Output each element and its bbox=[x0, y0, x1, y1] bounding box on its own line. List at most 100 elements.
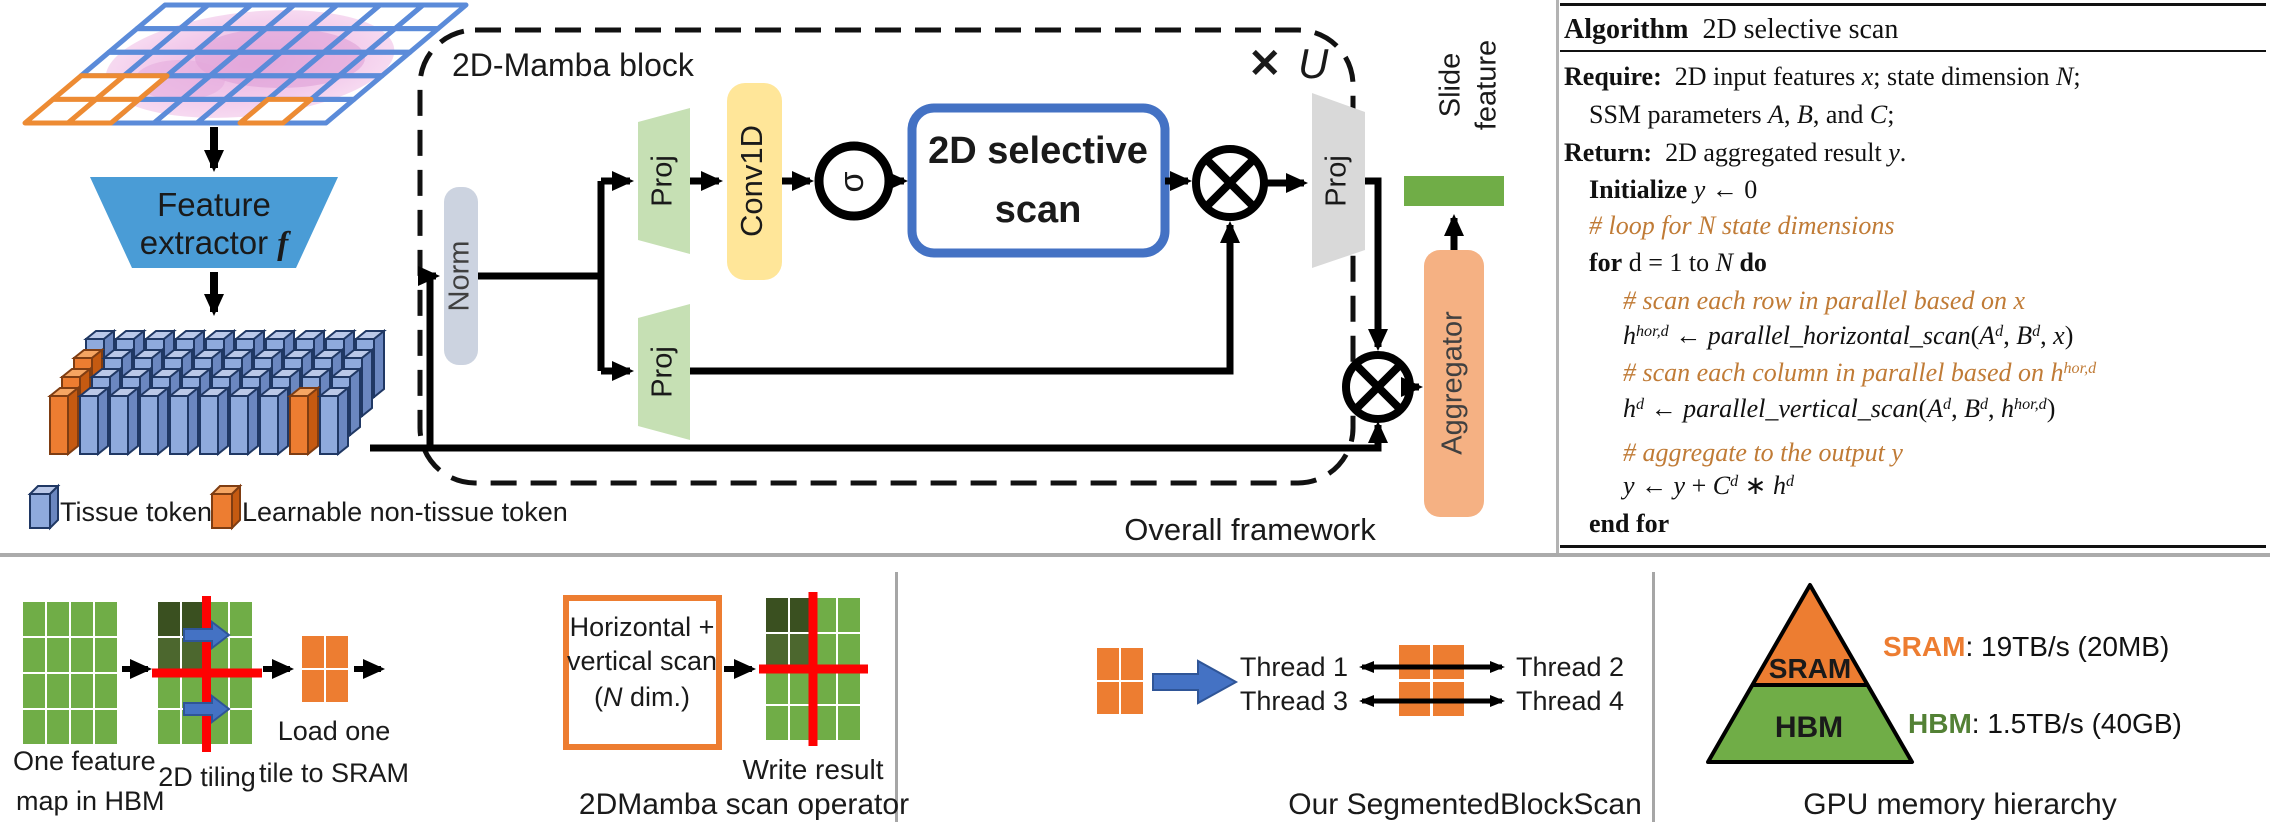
token-front bbox=[109, 395, 129, 455]
algorithm-token: ) bbox=[2064, 321, 2074, 350]
algorithm-token: ( bbox=[1918, 394, 1928, 423]
algorithm-token: + bbox=[1685, 471, 1713, 500]
algorithm-token: for bbox=[1589, 248, 1623, 277]
algorithm-token: , bbox=[2040, 321, 2054, 350]
mamba-block-dashed-border bbox=[417, 27, 1356, 486]
algorithm-code-line: hhor,d ← parallel_horizontal_scan(Ad, Bd… bbox=[1623, 321, 2074, 351]
algorithm-token: hor,d bbox=[2014, 395, 2047, 413]
algorithm-code-line: end for bbox=[1589, 509, 1669, 539]
norm-label: Norm bbox=[444, 241, 476, 312]
algorithm-token: , and bbox=[1812, 100, 1870, 129]
algorithm-token: Require: bbox=[1564, 62, 1662, 91]
algorithm-token: B bbox=[1964, 394, 1980, 423]
algorithm-token: h bbox=[1623, 394, 1636, 423]
algorithm-code-line: for d = 1 to N do bbox=[1589, 248, 1767, 278]
pyramid-sram-section bbox=[1752, 585, 1868, 685]
grid-cell bbox=[838, 598, 860, 632]
token-side bbox=[157, 385, 169, 457]
non-tissue-cell bbox=[237, 96, 314, 126]
grid-cell bbox=[47, 710, 69, 744]
token-front bbox=[79, 395, 99, 455]
tissue-blob-inner bbox=[195, 28, 365, 88]
grid-cell bbox=[23, 674, 45, 708]
vertical-divider-bottom-1 bbox=[895, 572, 898, 822]
wsi-thumbnail bbox=[22, 2, 469, 126]
algorithm-title: Algorithm 2D selective scan bbox=[1564, 14, 1899, 45]
grid-cell bbox=[158, 602, 180, 636]
tissue-grid-cells bbox=[22, 2, 469, 126]
vertical-divider-bottom-2 bbox=[1652, 572, 1655, 822]
memory-pyramid: SRAM HBM bbox=[1706, 583, 1914, 764]
algorithm-token: hor,d bbox=[1636, 322, 1669, 340]
algorithm-token: Return: bbox=[1564, 138, 1653, 167]
algorithm-token: d bbox=[1785, 472, 1795, 490]
load-tile-label-1: Load one bbox=[278, 716, 391, 746]
norm-block bbox=[444, 187, 478, 365]
hv-scan-label-2: vertical scan bbox=[567, 646, 717, 676]
grid-cell bbox=[1121, 682, 1143, 714]
conv1d-block bbox=[727, 83, 782, 280]
token-front bbox=[259, 395, 279, 455]
algorithm-token: d = 1 to bbox=[1622, 248, 1716, 277]
algorithm-token: N bbox=[2056, 62, 2074, 91]
algorithm-token: , bbox=[1988, 394, 2002, 423]
algorithm-token: d bbox=[1979, 395, 1989, 413]
algorithm-token: , bbox=[2003, 321, 2017, 350]
algorithm-code-line: SSM parameters A, B, and C; bbox=[1589, 100, 1895, 130]
algorithm-token: , bbox=[1783, 100, 1797, 129]
algorithm-token: ; bbox=[2073, 62, 2081, 91]
algorithm-token: ← bbox=[1634, 471, 1674, 500]
feature-map-label-2: map in HBM bbox=[16, 786, 165, 816]
token-front bbox=[139, 395, 159, 455]
pyramid-outline bbox=[1706, 583, 1914, 764]
token-front bbox=[199, 395, 219, 455]
grid-cell bbox=[158, 638, 180, 672]
grid-cell bbox=[182, 638, 204, 672]
proj-upper-label: Proj bbox=[647, 155, 679, 207]
algorithm-token: N bbox=[1715, 248, 1733, 277]
grid-cell bbox=[326, 670, 348, 702]
algorithm-token: 2D input features bbox=[1661, 62, 1862, 91]
algorithm-token: SSM parameters bbox=[1589, 100, 1769, 129]
algorithm-token: ) bbox=[2046, 394, 2056, 423]
tissue-token-icon bbox=[27, 483, 61, 531]
selective-scan-label-1: 2D selective bbox=[928, 130, 1148, 172]
algorithm-token: h bbox=[2001, 394, 2015, 423]
token-array bbox=[47, 328, 387, 457]
algorithm-panel: Algorithm 2D selective scan Require: 2D … bbox=[1560, 0, 2270, 556]
aggregator-block bbox=[1424, 250, 1484, 517]
token-side bbox=[97, 385, 109, 457]
algorithm-token: A bbox=[1768, 100, 1784, 129]
algorithm-rule-bottom bbox=[1560, 545, 2266, 548]
grid-cell bbox=[766, 706, 788, 740]
grid-cell bbox=[71, 638, 93, 672]
grid-cell bbox=[47, 602, 69, 636]
proj-out-block bbox=[1312, 93, 1365, 268]
grid-cell bbox=[1399, 645, 1430, 679]
grid-cell bbox=[23, 638, 45, 672]
grid-cell bbox=[182, 602, 204, 636]
projout-to-mult2-line bbox=[1365, 177, 1388, 351]
legend: Tissue token Learnable non-tissue token bbox=[27, 483, 568, 531]
token-side bbox=[247, 385, 259, 457]
grid-cell bbox=[23, 710, 45, 744]
algorithm-token: # scan each column in parallel based on … bbox=[1623, 358, 2064, 387]
algorithm-token: C bbox=[1712, 471, 1731, 500]
selective-scan-label-2: scan bbox=[995, 189, 1082, 231]
grid-cell bbox=[158, 674, 180, 708]
algorithm-token: 2D aggregated result bbox=[1652, 138, 1889, 167]
grid-cell bbox=[158, 710, 180, 744]
algorithm-token: ; state dimension bbox=[1873, 62, 2056, 91]
algorithm-code-line: hd ← parallel_vertical_scan(Ad, Bd, hhor… bbox=[1623, 394, 2056, 424]
scan-direction-arrow-1 bbox=[183, 619, 231, 651]
thread4-label: Thread 4 bbox=[1516, 686, 1624, 716]
token-front bbox=[229, 395, 249, 455]
algorithm-token: . bbox=[1899, 138, 1907, 167]
grid-cell bbox=[790, 706, 812, 740]
grid-cell bbox=[230, 638, 252, 672]
tiling-label: 2D tiling bbox=[158, 762, 256, 792]
algorithm-token: ← bbox=[1644, 394, 1684, 423]
grid-cell bbox=[814, 598, 836, 632]
